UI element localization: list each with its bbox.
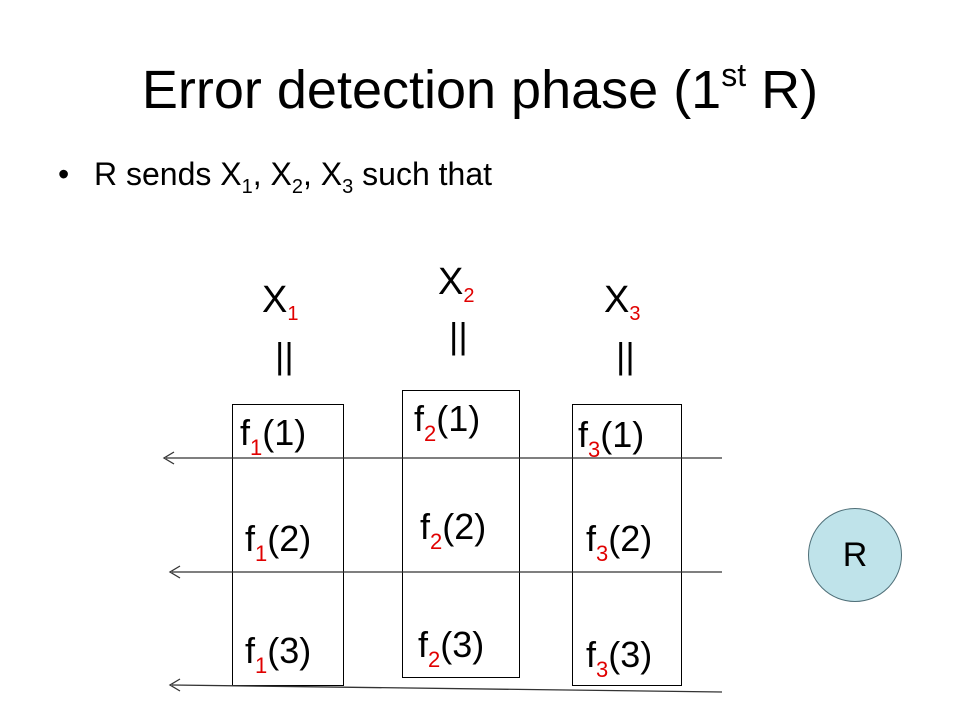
x1-label: X1 xyxy=(262,279,299,325)
f2-3: f2(3) xyxy=(418,624,485,672)
f1-3: f1(3) xyxy=(245,630,312,678)
arrowhead-1 xyxy=(162,451,175,465)
f3-1: f3(1) xyxy=(578,414,645,462)
f2-2: f2(2) xyxy=(420,506,487,554)
f3-2: f3(2) xyxy=(586,518,653,566)
column-box-2 xyxy=(402,390,520,678)
f1-1: f1(1) xyxy=(240,412,307,460)
bullet-marker: • xyxy=(58,156,70,192)
column-box-1 xyxy=(232,404,344,686)
x2-equals: || xyxy=(449,315,468,356)
bullet-item: •R sends X1, X2, X3 such that xyxy=(58,152,492,197)
slide-title: Error detection phase (1st R) xyxy=(141,57,819,120)
x3-equals: || xyxy=(616,335,635,376)
arrowhead-3 xyxy=(168,678,181,692)
f2-1: f2(1) xyxy=(414,398,481,446)
column-box-3 xyxy=(572,404,682,686)
x3-label: X3 xyxy=(604,279,641,325)
f1-2: f1(2) xyxy=(245,518,312,566)
x1-equals: || xyxy=(275,335,294,376)
x2-label: X2 xyxy=(438,261,475,307)
arrowhead-2 xyxy=(168,565,181,579)
arrow-3 xyxy=(171,684,723,693)
f3-3: f3(3) xyxy=(586,634,653,682)
r-node: R xyxy=(808,508,902,602)
